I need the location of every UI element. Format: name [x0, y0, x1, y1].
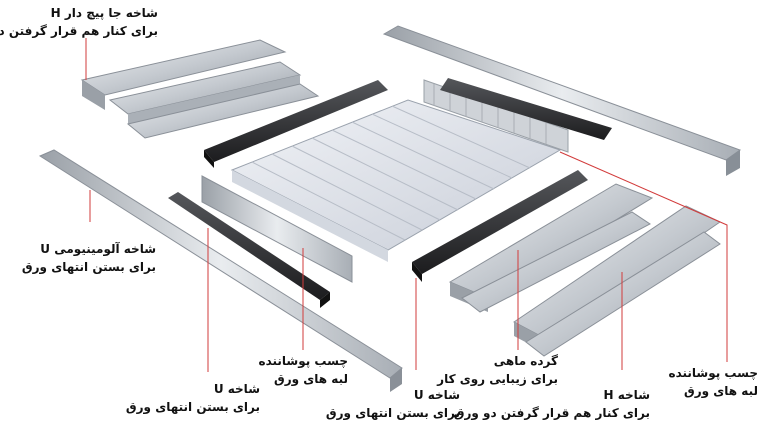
edge-tape-left	[201, 175, 353, 283]
label-edge-tape-right-desc: لبه های ورق	[684, 384, 758, 398]
label-u-profile-left-title: شاخه U	[213, 382, 260, 396]
label-u-profile-center-desc: برای بستن انتهای ورق	[325, 406, 460, 420]
h-profile-bottom	[513, 205, 722, 357]
label-h-profile-bottom-desc: برای کنار هم قرار گرفتن دو ورق	[453, 406, 650, 420]
label-fish-plate-title: گرده ماهی	[493, 354, 558, 368]
label-fish-plate: گرده ماهی برای زیبایی روی کار	[437, 352, 558, 388]
h-joint-profile-top	[80, 39, 320, 139]
black-u-profile-top-right	[440, 78, 612, 140]
fish-plate-profile	[448, 183, 654, 313]
label-u-aluminum-title: شاخه آلومینیومی U	[40, 242, 156, 256]
label-u-profile-left-desc: برای بستن انتهای ورق	[125, 400, 260, 414]
label-h-joint-top-title: شاخه جا پیچ دار H	[50, 6, 158, 20]
label-u-aluminum-desc: برای بستن انتهای ورق	[21, 260, 156, 274]
label-u-profile-center: شاخه U برای بستن انتهای ورق	[326, 386, 460, 422]
black-u-profile-top	[204, 80, 388, 168]
label-edge-tape-right: چسب پوشاننده لبه های ورق	[669, 364, 759, 400]
label-edge-tape-right-title: چسب پوشاننده	[668, 366, 759, 380]
multiwall-polycarbonate-sheet	[230, 99, 562, 262]
label-h-profile-bottom-title: شاخه H	[603, 388, 650, 402]
leader-edge-tape-right	[559, 151, 728, 362]
label-u-profile-center-title: شاخه U	[413, 388, 460, 402]
label-u-profile-left: شاخه U برای بستن انتهای ورق	[126, 380, 260, 416]
label-fish-plate-desc: برای زیبایی روی کار	[437, 372, 558, 386]
leader-lines	[85, 38, 728, 372]
label-edge-tape-left: چسب پوشاننده لبه های ورق	[259, 352, 349, 388]
label-h-joint-top: شاخه جا پیچ دار H برای کنار هم قرار گرفت…	[0, 4, 158, 40]
label-h-joint-top-desc: برای کنار هم قرار گرفتن دو ورق	[0, 24, 158, 38]
edge-tape-right	[423, 79, 569, 153]
black-u-profile-center	[412, 170, 588, 282]
black-u-profile-left	[168, 192, 330, 308]
label-edge-tape-left-title: چسب پوشاننده	[258, 354, 349, 368]
aluminum-u-profile-left	[38, 149, 403, 392]
aluminum-u-profile-top-right	[382, 25, 742, 176]
label-h-profile-bottom: شاخه H برای کنار هم قرار گرفتن دو ورق	[454, 386, 650, 422]
label-edge-tape-left-desc: لبه های ورق	[274, 372, 348, 386]
label-u-aluminum: شاخه آلومینیومی U برای بستن انتهای ورق	[22, 240, 156, 276]
